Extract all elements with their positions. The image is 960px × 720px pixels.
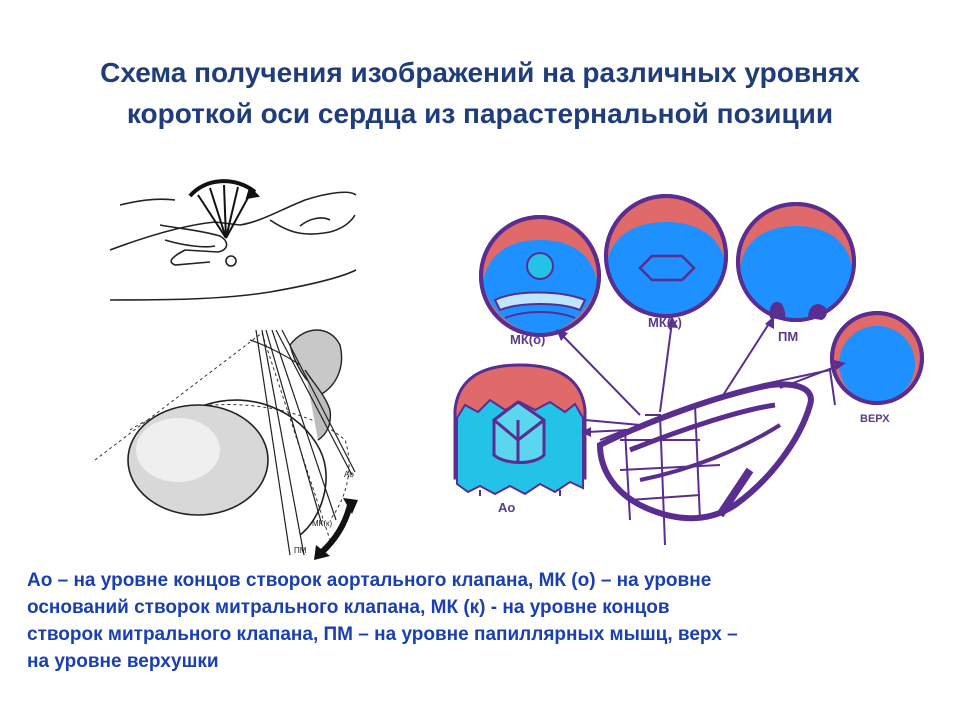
caption-line-4: на уровне верхушки bbox=[27, 651, 219, 672]
left-label-mk-k: МК(к) bbox=[312, 519, 332, 528]
section-pm bbox=[736, 202, 856, 322]
heart-section-illustration bbox=[94, 329, 358, 560]
left-label-pm: ПМ bbox=[294, 546, 307, 555]
level-arrows bbox=[561, 321, 841, 433]
left-label-ao: Ао bbox=[344, 470, 354, 479]
section-ao bbox=[453, 363, 587, 496]
caption-line-3: створок митрального клапана, ПМ – на уро… bbox=[27, 624, 738, 645]
level-arrowheads bbox=[556, 316, 846, 437]
section-mk-k bbox=[604, 194, 728, 318]
page-title: Схема получения изображений на различных… bbox=[0, 52, 960, 134]
label-ao: Ао bbox=[498, 500, 515, 515]
caption-line-2: оснований створок митрального клапана, М… bbox=[27, 597, 670, 618]
section-apex bbox=[830, 311, 924, 405]
label-pm: ПМ bbox=[778, 329, 798, 344]
section-mk-o bbox=[479, 215, 601, 337]
probe-fan-icon bbox=[188, 179, 261, 239]
label-mk-k: МК(к) bbox=[648, 315, 682, 330]
heart-long-axis-outline bbox=[584, 368, 836, 546]
caption: Ао – на уровне концов створок аортальног… bbox=[27, 567, 937, 675]
label-mk-o: МК(о) bbox=[510, 332, 545, 347]
probe-hand-illustration bbox=[109, 191, 357, 301]
title-line-1: Схема получения изображений на различных… bbox=[100, 57, 860, 88]
caption-line-1: Ао – на уровне концов створок аортальног… bbox=[27, 570, 712, 591]
label-verh: ВЕРХ bbox=[860, 413, 890, 425]
title-line-2: короткой оси сердца из парастернальной п… bbox=[126, 98, 834, 129]
